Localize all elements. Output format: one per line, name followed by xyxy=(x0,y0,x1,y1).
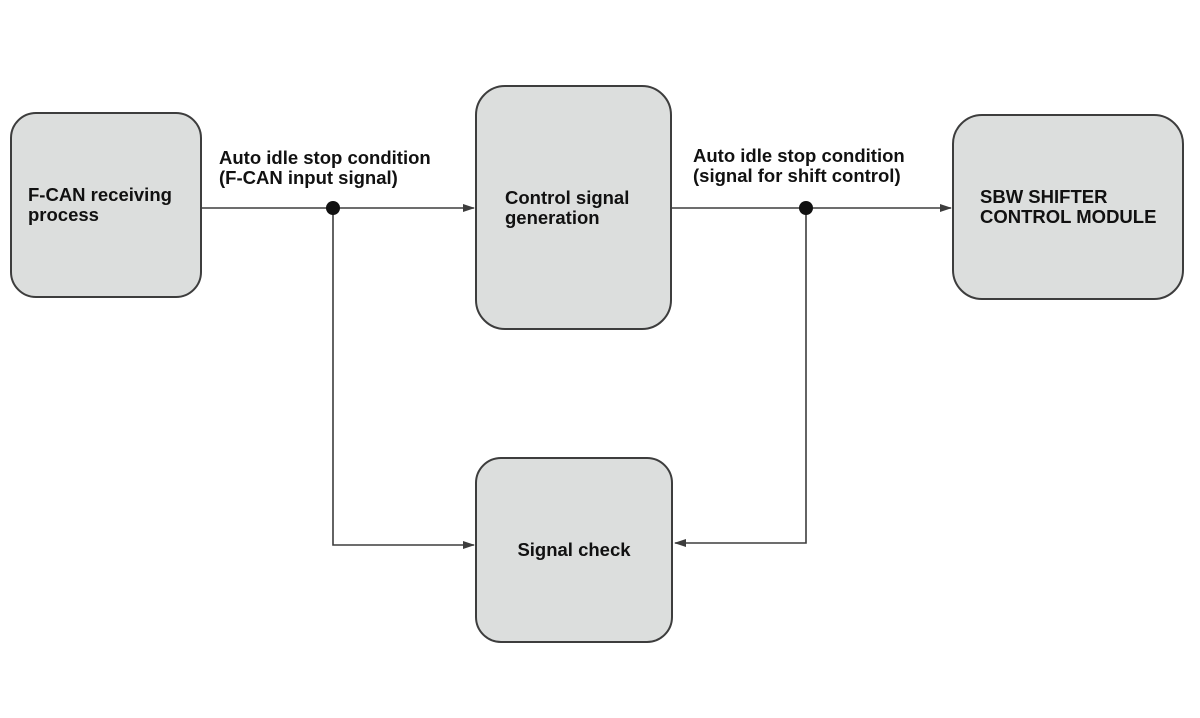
node-sbw-shifter-control-module: SBW SHIFTER CONTROL MODULE xyxy=(952,114,1184,300)
junction-dot-right xyxy=(799,201,813,215)
edge-label-fcan-input-signal: Auto idle stop condition (F-CAN input si… xyxy=(219,147,431,188)
node-label: Signal check xyxy=(517,539,631,560)
node-fcan-receiving-process: F-CAN receiving process xyxy=(10,112,202,298)
edge-control-branch-to-check xyxy=(674,208,807,547)
node-signal-check: Signal check xyxy=(475,457,673,643)
node-label: Control signal generation xyxy=(505,186,630,228)
node-control-signal-generation: Control signal generation xyxy=(475,85,672,330)
edge-fcan-branch-to-check xyxy=(332,208,475,549)
junction-dot-left xyxy=(326,201,340,215)
edge-label-shift-control-signal: Auto idle stop condition (signal for shi… xyxy=(693,145,905,186)
node-label: F-CAN receiving process xyxy=(28,184,172,225)
node-label: SBW SHIFTER CONTROL MODULE xyxy=(980,186,1157,227)
